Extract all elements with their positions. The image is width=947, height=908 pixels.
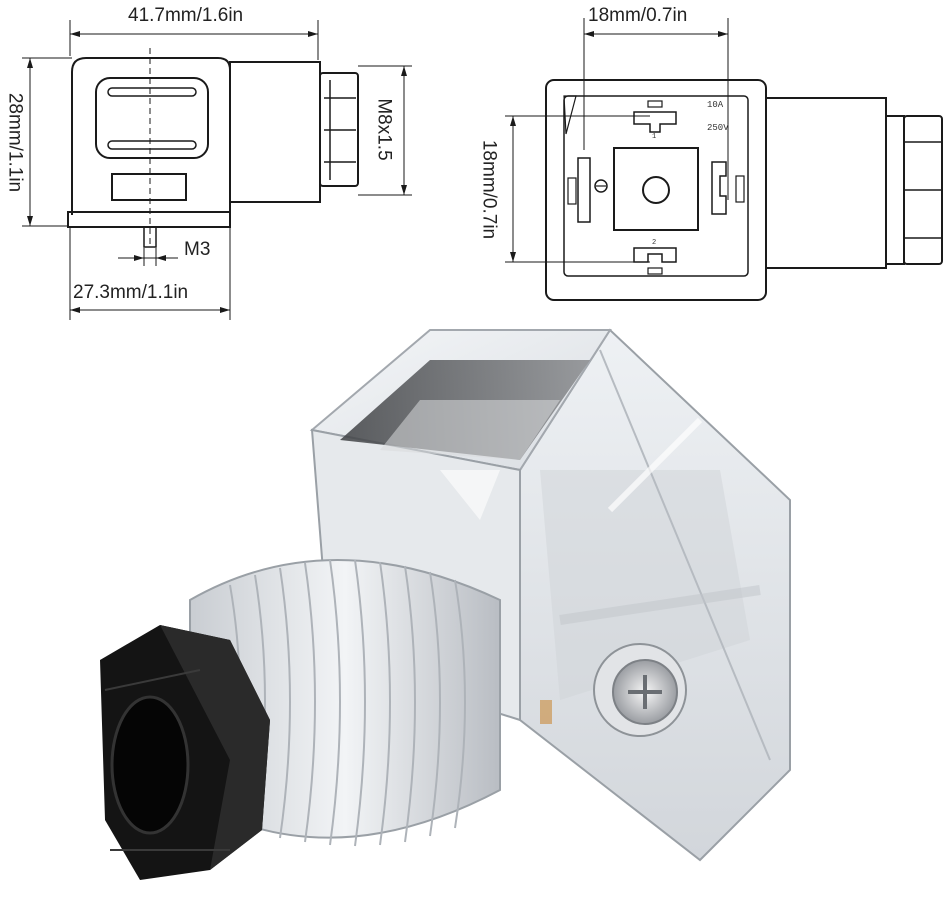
front-view-drawing	[505, 18, 943, 301]
black-cable-nut	[100, 625, 270, 880]
front-width-label: 18mm/0.7in	[588, 5, 688, 26]
technical-drawing	[22, 18, 943, 320]
screw-label: M3	[184, 239, 211, 260]
rating-current-text: 10A	[707, 100, 724, 110]
side-width-label: 41.7mm/1.6in	[128, 5, 244, 26]
base-width-label: 27.3mm/1.1in	[73, 282, 189, 303]
pin1-number: 1	[652, 133, 657, 141]
mounting-screw	[593, 643, 687, 737]
side-view-drawing	[22, 20, 412, 320]
threaded-collar	[189, 559, 501, 847]
rating-voltage-text: 250V	[707, 123, 729, 133]
pin2-number: 2	[652, 239, 657, 247]
